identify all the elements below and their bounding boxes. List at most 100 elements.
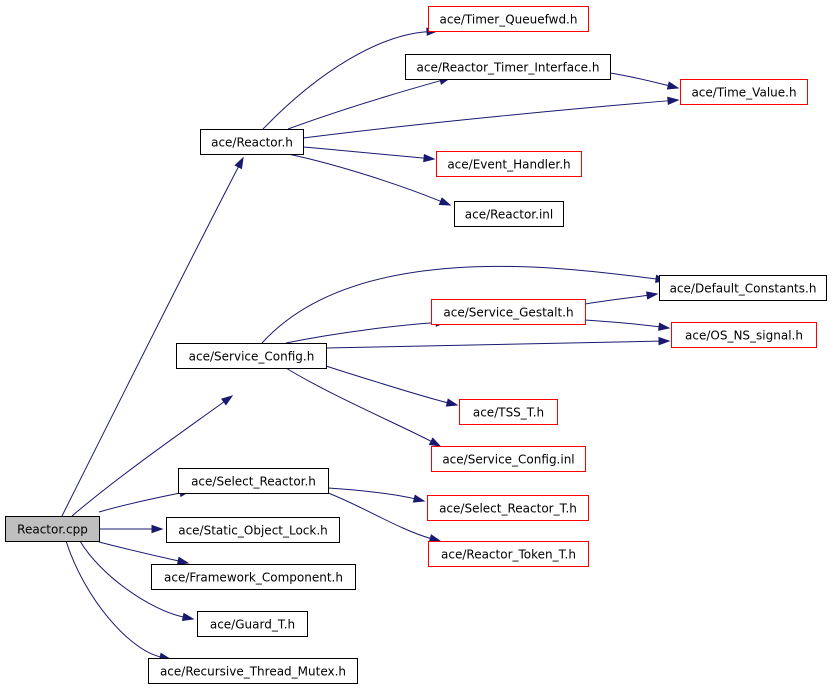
edge-reactor-cpp-to-framework-component-h: [98, 541, 190, 565]
node-label: ace/Service_Config.inl: [442, 453, 574, 467]
node-box: [176, 343, 327, 369]
node-label: ace/Timer_Queuefwd.h: [440, 13, 578, 27]
node-os-ns-signal-h[interactable]: ace/OS_NS_signal.h: [671, 322, 817, 348]
edge-line: [609, 72, 669, 87]
edge-reactor-h-to-reactor-inl: [287, 153, 452, 206]
node-box: [427, 495, 589, 521]
edge-line: [287, 153, 441, 202]
node-reactor-h[interactable]: ace/Reactor.h: [200, 129, 304, 155]
node-service-config-inl[interactable]: ace/Service_Config.inl: [431, 446, 586, 472]
node-label: Reactor.cpp: [17, 523, 88, 537]
edge-line: [71, 401, 225, 517]
node-box: [680, 79, 808, 105]
node-box: [197, 611, 308, 637]
node-box: [428, 6, 589, 32]
edge-line: [302, 146, 425, 159]
edge-service-config-h-to-tss-t-h: [325, 365, 459, 407]
node-label: ace/Service_Config.h: [189, 350, 315, 364]
node-timer-queuefwd-h[interactable]: ace/Timer_Queuefwd.h: [428, 6, 589, 32]
edge-service-config-h-to-service-gestalt-h: [285, 318, 448, 344]
edge-reactor-cpp-to-static-object-lock-h: [99, 524, 164, 534]
edge-arrowhead: [646, 291, 659, 300]
node-label: ace/Static_Object_Lock.h: [178, 524, 328, 538]
node-label: ace/Default_Constants.h: [670, 282, 817, 296]
edge-reactor-cpp-to-reactor-h: [61, 156, 244, 517]
edge-line: [261, 265, 657, 344]
edge-arrowhead: [423, 153, 436, 163]
edge-reactor-cpp-to-select-reactor-h: [98, 488, 192, 513]
edge-arrowhead: [176, 556, 190, 565]
node-recursive-thread-mutex-h[interactable]: ace/Recursive_Thread_Mutex.h: [148, 658, 358, 684]
node-reactor-inl[interactable]: ace/Reactor.inl: [454, 201, 564, 227]
node-reactor-token-t-h[interactable]: ace/Reactor_Token_T.h: [428, 541, 589, 567]
node-box: [200, 129, 304, 155]
node-box: [454, 201, 564, 227]
node-select-reactor-h[interactable]: ace/Select_Reactor.h: [178, 468, 329, 494]
node-reactor-timer-interface-h[interactable]: ace/Reactor_Timer_Interface.h: [405, 54, 611, 80]
edge-reactor-h-to-reactor-timer-interface-h: [287, 76, 452, 130]
edge-reactor-h-to-event-handler-h: [302, 146, 436, 163]
edge-line: [325, 365, 448, 404]
edge-line: [285, 322, 437, 344]
node-box: [5, 516, 100, 542]
node-static-object-lock-h[interactable]: ace/Static_Object_Lock.h: [166, 517, 340, 543]
node-label: ace/Event_Handler.h: [447, 158, 570, 172]
node-label: ace/Select_Reactor_T.h: [439, 502, 577, 516]
edge-arrowhead: [666, 81, 680, 90]
edge-reactor-cpp-to-recursive-thread-mutex-h: [65, 540, 172, 661]
edge-select-reactor-h-to-select-reactor-t-h: [327, 487, 426, 503]
node-label: ace/OS_NS_signal.h: [685, 329, 803, 343]
node-label: ace/Reactor.h: [211, 136, 293, 150]
node-framework-component-h[interactable]: ace/Framework_Component.h: [151, 564, 356, 590]
node-service-gestalt-h[interactable]: ace/Service_Gestalt.h: [431, 299, 586, 325]
edge-line: [65, 540, 161, 658]
edge-arrowhead: [658, 322, 671, 331]
node-tss-t-h[interactable]: ace/TSS_T.h: [459, 399, 558, 425]
edge-line: [285, 367, 432, 442]
edges-layer: [61, 27, 680, 661]
edge-arrowhead: [234, 156, 244, 170]
node-box: [428, 541, 589, 567]
node-select-reactor-t-h[interactable]: ace/Select_Reactor_T.h: [427, 495, 589, 521]
node-guard-t-h[interactable]: ace/Guard_T.h: [197, 611, 308, 637]
edge-line: [325, 340, 660, 349]
edge-service-gestalt-h-to-os-ns-signal-h: [584, 319, 671, 331]
node-reactor-cpp[interactable]: Reactor.cpp: [5, 516, 100, 542]
edge-arrowhead: [438, 197, 452, 206]
node-label: ace/Reactor_Timer_Interface.h: [417, 61, 600, 75]
edge-line: [287, 80, 441, 130]
node-label: ace/Select_Reactor.h: [191, 475, 316, 489]
edge-arrowhead: [658, 336, 671, 346]
edge-reactor-timer-interface-h-to-time-value-h: [609, 72, 680, 90]
node-label: ace/Reactor.inl: [465, 208, 553, 222]
edge-reactor-cpp-to-guard-t-h: [79, 540, 195, 621]
edge-service-gestalt-h-to-default-constants-h: [584, 291, 659, 305]
edge-arrowhead: [221, 395, 234, 406]
edge-service-config-h-to-service-config-inl: [285, 367, 442, 447]
nodes-layer: Reactor.cpp ace/Reactor.h ace/Timer_Queuef…: [5, 6, 827, 684]
edge-line: [327, 492, 431, 539]
edge-line: [584, 294, 648, 305]
node-box: [405, 54, 611, 80]
node-service-config-h[interactable]: ace/Service_Config.h: [176, 343, 327, 369]
node-event-handler-h[interactable]: ace/Event_Handler.h: [436, 151, 582, 177]
node-label: ace/Reactor_Token_T.h: [441, 548, 576, 562]
edge-line: [327, 487, 415, 500]
node-default-constants-h[interactable]: ace/Default_Constants.h: [659, 275, 827, 301]
node-label: ace/Guard_T.h: [210, 618, 295, 632]
node-box: [178, 468, 329, 494]
edge-reactor-h-to-time-value-h: [302, 96, 680, 139]
edge-line: [262, 31, 428, 130]
node-label: ace/Recursive_Thread_Mutex.h: [160, 665, 346, 679]
node-box: [151, 564, 356, 590]
node-box: [436, 151, 582, 177]
edge-arrowhead: [181, 612, 195, 621]
node-label: ace/TSS_T.h: [473, 406, 544, 420]
edge-arrowhead: [428, 437, 442, 447]
edge-line: [302, 100, 669, 139]
edge-service-config-h-to-os-ns-signal-h: [325, 336, 671, 349]
edge-arrowhead: [428, 534, 442, 543]
node-time-value-h[interactable]: ace/Time_Value.h: [680, 79, 808, 105]
node-label: ace/Time_Value.h: [691, 86, 796, 100]
